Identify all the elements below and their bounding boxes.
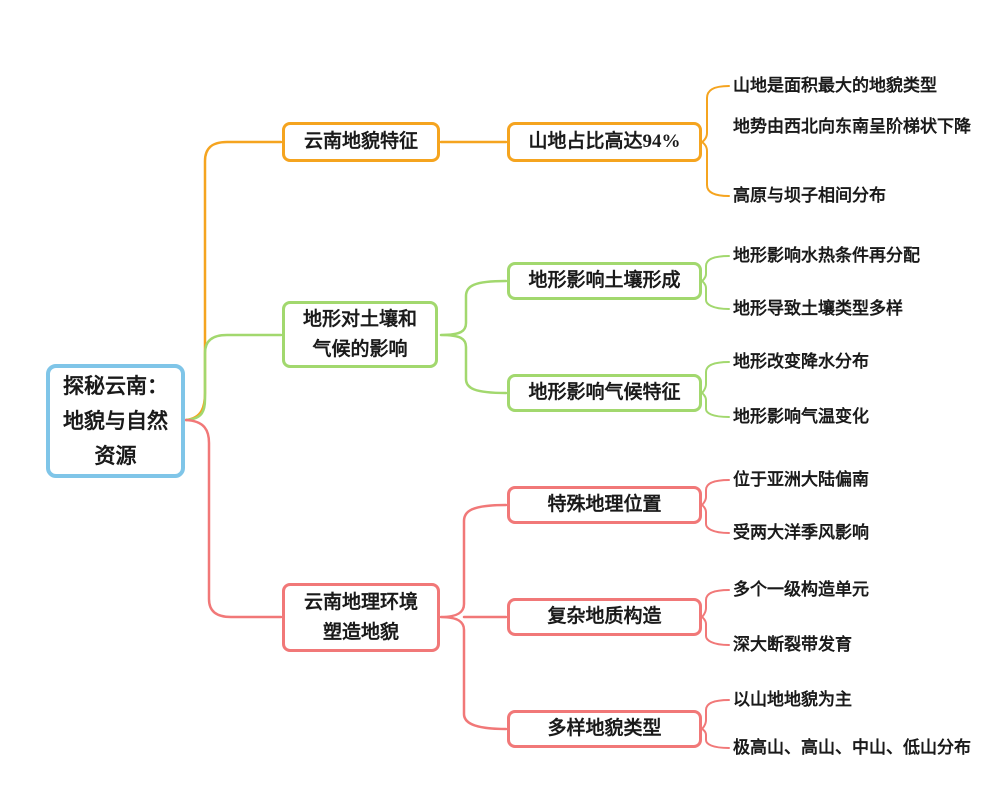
- subtopic-3-1[interactable]: 特殊地理位置: [507, 486, 702, 524]
- subtopic-1-1[interactable]: 山地占比高达94%: [507, 122, 702, 162]
- leaf-topic[interactable]: 受两大洋季风影响: [733, 523, 869, 542]
- connector-root-branch1: [184, 140, 283, 422]
- connector-root-branch2: [184, 333, 283, 422]
- leaf-topic[interactable]: 多个一级构造单元: [733, 580, 869, 599]
- connector-root-branch3: [184, 418, 283, 619]
- brace-subtopic2-1-leaves: [701, 255, 730, 310]
- branch-topic-2[interactable]: 地形对土壤和 气候的影响: [282, 301, 438, 368]
- leaf-topic[interactable]: 深大断裂带发育: [733, 635, 852, 654]
- branch-topic-1[interactable]: 云南地貌特征: [282, 122, 440, 162]
- brace-subtopic3-2-leaves: [701, 589, 730, 646]
- leaf-topic[interactable]: 地形影响水热条件再分配: [733, 246, 920, 265]
- leaf-topic[interactable]: 极高山、高山、中山、低山分布: [733, 738, 971, 757]
- subtopic-3-2[interactable]: 复杂地质构造: [507, 598, 702, 636]
- brace-subtopic3-1-leaves: [701, 479, 730, 534]
- leaf-topic[interactable]: 位于亚洲大陆偏南: [733, 470, 869, 489]
- leaf-topic[interactable]: 以山地地貌为主: [733, 690, 852, 709]
- leaf-topic[interactable]: 地形影响气温变化: [733, 407, 869, 426]
- brace-branch3-subtopics: [439, 503, 508, 731]
- subtopic-2-2[interactable]: 地形影响气候特征: [507, 374, 702, 412]
- leaf-topic[interactable]: 地势由西北向东南呈阶梯状下降: [733, 117, 971, 136]
- subtopic-3-3[interactable]: 多样地貌类型: [507, 710, 702, 748]
- brace-branch2-subtopics: [439, 279, 508, 395]
- brace-subtopic2-2-leaves: [701, 361, 730, 418]
- leaf-topic[interactable]: 高原与坝子相间分布: [733, 186, 886, 205]
- leaf-topic[interactable]: 地形导致土壤类型多样: [733, 299, 903, 318]
- brace-subtopic3-3-leaves: [701, 699, 730, 749]
- leaf-topic[interactable]: 地形改变降水分布: [733, 352, 869, 371]
- root-topic[interactable]: 探秘云南： 地貌与自然 资源: [46, 364, 185, 478]
- brace-subtopic1-leaves: [701, 85, 730, 197]
- subtopic-2-1[interactable]: 地形影响土壤形成: [507, 262, 702, 300]
- leaf-topic[interactable]: 山地是面积最大的地貌类型: [733, 76, 937, 95]
- branch-topic-3[interactable]: 云南地理环境 塑造地貌: [282, 583, 440, 652]
